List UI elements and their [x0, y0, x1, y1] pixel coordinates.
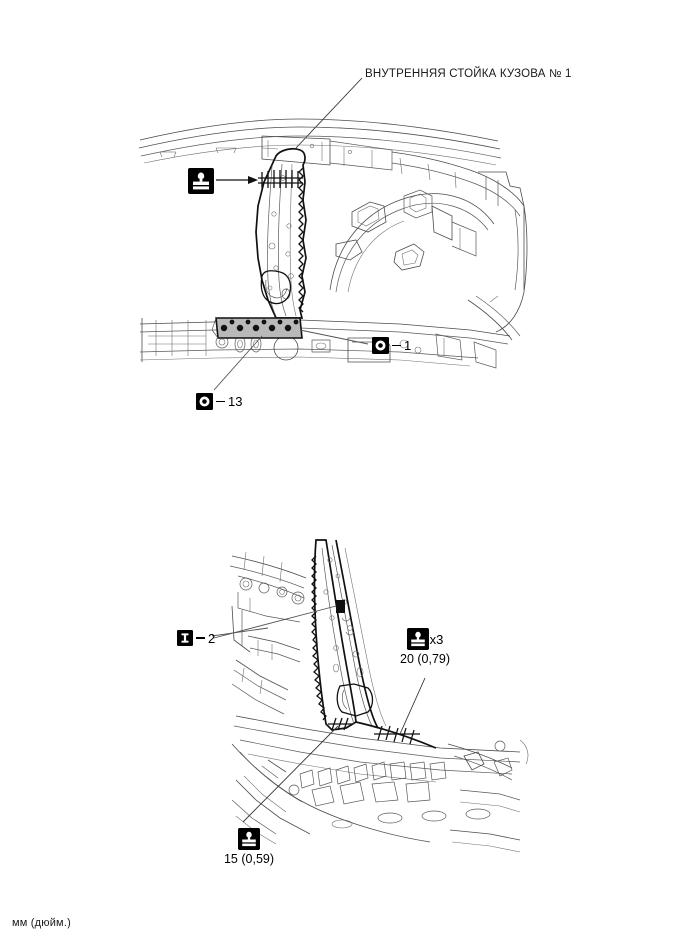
spot-weld-icon [238, 828, 260, 850]
weld-dimension: 15 (0,59) [223, 852, 275, 866]
lower-bar-weld-node [336, 600, 345, 613]
lower-figure-group [211, 539, 529, 853]
marker-spotweld-13: 13 [196, 393, 242, 410]
page-title: ВНУТРЕННЯЯ СТОЙКА КУЗОВА № 1 [365, 68, 572, 80]
weld-callout-single: 15 (0,59) [214, 828, 284, 866]
marker-barweld-2: 2 [177, 630, 215, 646]
weld-dimension: 20 (0,79) [400, 652, 451, 666]
weld-x3-leader [399, 677, 426, 735]
units-footer: мм (дюйм.) [12, 917, 71, 929]
circle-weld-icon [372, 337, 389, 354]
bar-weld-icon [177, 630, 193, 646]
marker-2-leader-b [211, 627, 269, 637]
lower-floor-structure [231, 715, 529, 853]
weld-multiplier: x3 [429, 631, 444, 647]
marker-1-leader [299, 329, 369, 345]
lower-left-structure [229, 551, 307, 715]
roof-joint-plate [261, 135, 393, 171]
weld-single-leader [242, 725, 339, 823]
upper-weld-hatch-marks [258, 170, 303, 188]
lower-weld-hatch-left [328, 717, 352, 731]
inner-body-pillar-lower [311, 539, 387, 731]
marker-dash-icon [196, 637, 205, 639]
lower-weld-hatch-right [355, 721, 437, 749]
marker-spotweld-1: 1 [372, 337, 411, 354]
marker-count: 1 [404, 338, 412, 353]
marker-count: 2 [208, 630, 216, 646]
marker-dash-icon [392, 344, 401, 347]
upper-weld-band [211, 317, 303, 339]
spot-weld-icon [406, 628, 429, 650]
circle-weld-icon [196, 393, 213, 410]
upper-figure-group [138, 77, 528, 391]
inner-body-pillar-upper [255, 147, 307, 319]
roof-rail [138, 118, 502, 166]
marker-13-leader [213, 335, 263, 391]
weld-callout-x3: x3 20 (0,79) [400, 628, 450, 666]
upper-weld-arrow [216, 176, 258, 184]
weld-icon-row [214, 828, 284, 850]
spot-weld-icon [188, 168, 214, 194]
marker-dash-icon [216, 400, 225, 403]
weld-icon-row: x3 [400, 628, 450, 650]
marker-count: 13 [228, 394, 243, 409]
